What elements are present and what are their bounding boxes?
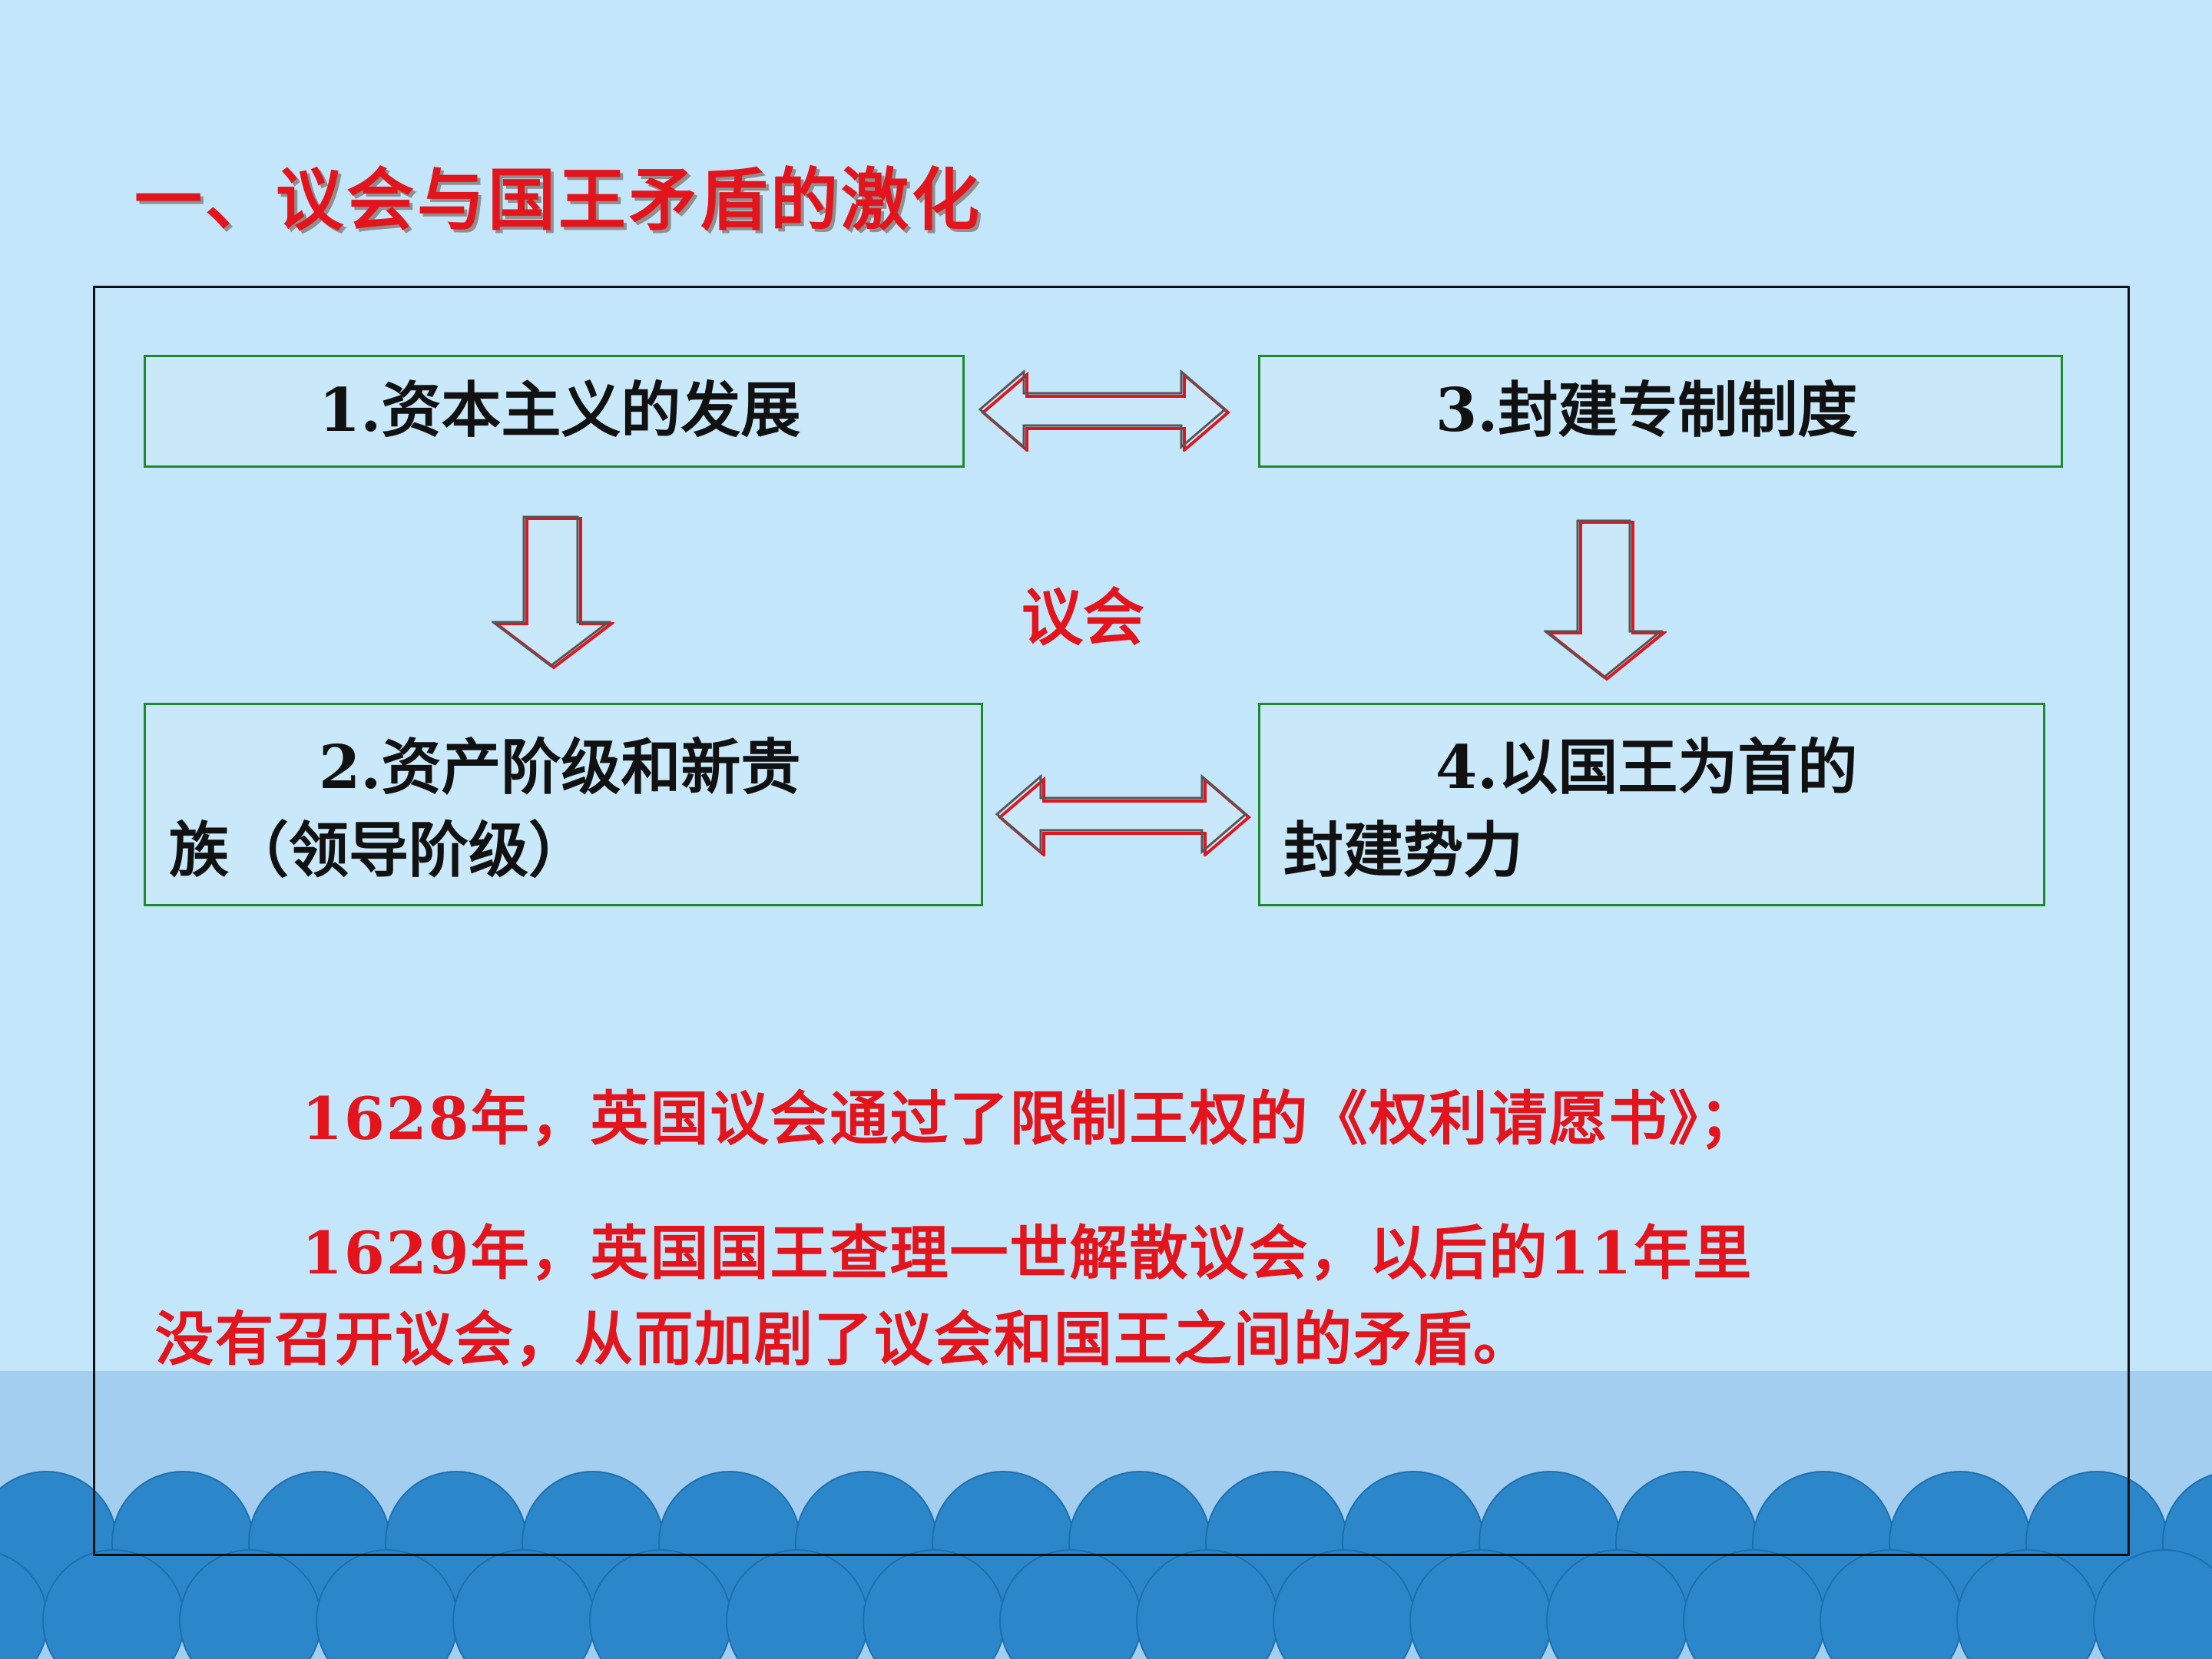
box-capitalism-development-label: 1.资本主义的发展 bbox=[319, 376, 801, 445]
box-feudal-autocracy: 3.封建专制制度 bbox=[1258, 355, 2063, 468]
paragraph-1628: 1628年，英国议会通过了限制王权的《权利请愿书》； bbox=[302, 1084, 1760, 1153]
double-arrow-bottom-icon bbox=[995, 773, 1252, 856]
box-king-line2: 封建势力 bbox=[1283, 816, 1524, 886]
box-king-line1: 4.以国王为首的 bbox=[1435, 733, 1858, 803]
down-arrow-left-icon bbox=[492, 515, 614, 670]
wave-decoration bbox=[0, 1471, 2212, 1659]
wave-circle bbox=[2093, 1549, 2212, 1659]
box-bourgeoisie-line1: 2.资产阶级和新贵 bbox=[319, 733, 801, 803]
box-capitalism-development: 1.资本主义的发展 bbox=[144, 355, 965, 468]
down-arrow-right-icon bbox=[1544, 519, 1667, 681]
box-king-feudal-forces: 4.以国王为首的 封建势力 bbox=[1258, 703, 2045, 906]
slide-title: 一、议会与国王矛盾的激化 bbox=[134, 160, 983, 240]
parliament-label: 议会 bbox=[1022, 581, 1144, 654]
double-arrow-top-icon bbox=[978, 369, 1231, 452]
box-bourgeoisie-line2: 族（领导阶级） bbox=[169, 816, 589, 886]
paragraph-1629-line1: 1629年，英国国王查理一世解散议会，以后的11年里 bbox=[302, 1219, 1753, 1287]
box-bourgeoisie-new-nobility: 2.资产阶级和新贵 族（领导阶级） bbox=[144, 703, 983, 906]
paragraph-1629-line2: 没有召开议会，从而加剧了议会和国王之间的矛盾。 bbox=[155, 1305, 1533, 1373]
diagram-frame bbox=[93, 286, 2130, 1556]
box-feudal-autocracy-label: 3.封建专制制度 bbox=[1435, 376, 1858, 445]
